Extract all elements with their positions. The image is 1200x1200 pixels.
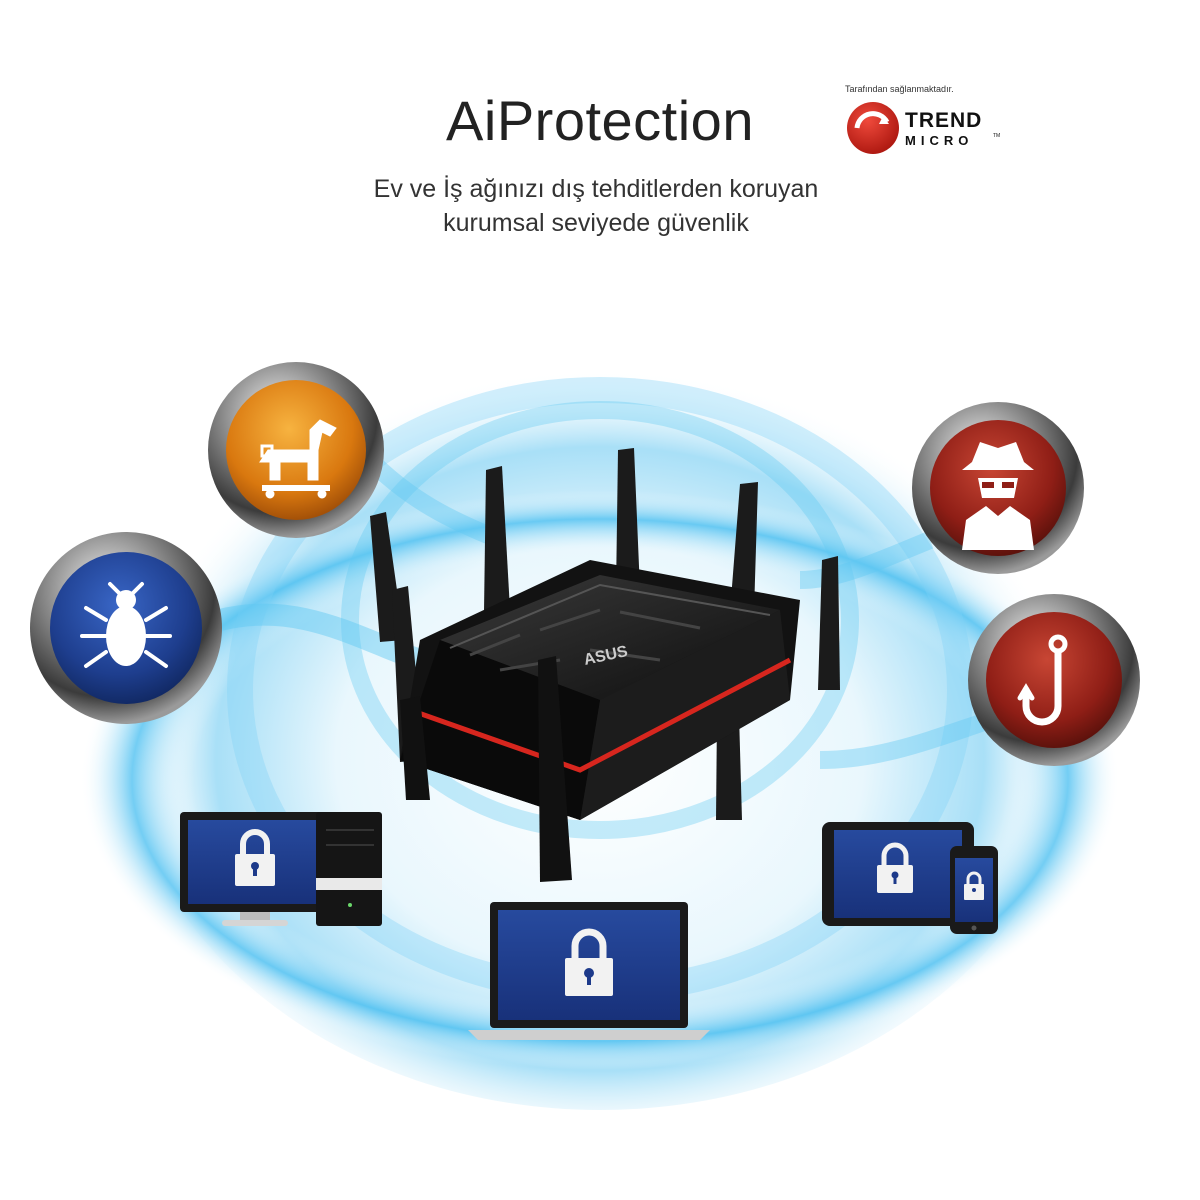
- trademark-mark: TM: [993, 133, 1000, 139]
- subtitle-line-2: kurumsal seviyede güvenlik: [443, 209, 749, 237]
- phishing-hook-badge: [968, 594, 1140, 766]
- smartphone-icon: [950, 846, 998, 934]
- tablet-icon: [822, 822, 974, 926]
- hacker-spy-icon: [962, 442, 1034, 550]
- hacker-spy-badge: [912, 402, 1084, 574]
- lock-icon: [964, 871, 984, 900]
- page-subtitle: Ev ve İş ağınızı dış tehditlerden koruya…: [0, 172, 1200, 240]
- lock-icon: [877, 842, 913, 893]
- phishing-hook-icon: [1017, 634, 1068, 726]
- trojan-horse-icon: [259, 419, 337, 499]
- desktop-pc-icon: [180, 812, 382, 926]
- laptop-icon: [468, 902, 710, 1040]
- trend-micro-logo: TREND MICRO TM: [847, 102, 1000, 154]
- lock-icon: [565, 928, 613, 996]
- provided-by-label: Tarafından sağlanmaktadır.: [845, 84, 954, 94]
- bug-badge: [30, 532, 222, 724]
- subtitle-line-1: Ev ve İş ağınızı dış tehditlerden koruya…: [373, 175, 819, 203]
- brand-line-2: MICRO: [905, 133, 973, 148]
- lock-icon: [235, 829, 275, 886]
- trojan-horse-badge: [208, 362, 384, 538]
- router-antennas: [370, 448, 840, 820]
- brand-line-1: TREND: [905, 109, 982, 132]
- bug-icon: [80, 582, 172, 668]
- trend-micro-emblem-icon: [847, 102, 899, 154]
- router-body: ASUS: [400, 560, 800, 820]
- page-title: AiProtection: [446, 89, 754, 152]
